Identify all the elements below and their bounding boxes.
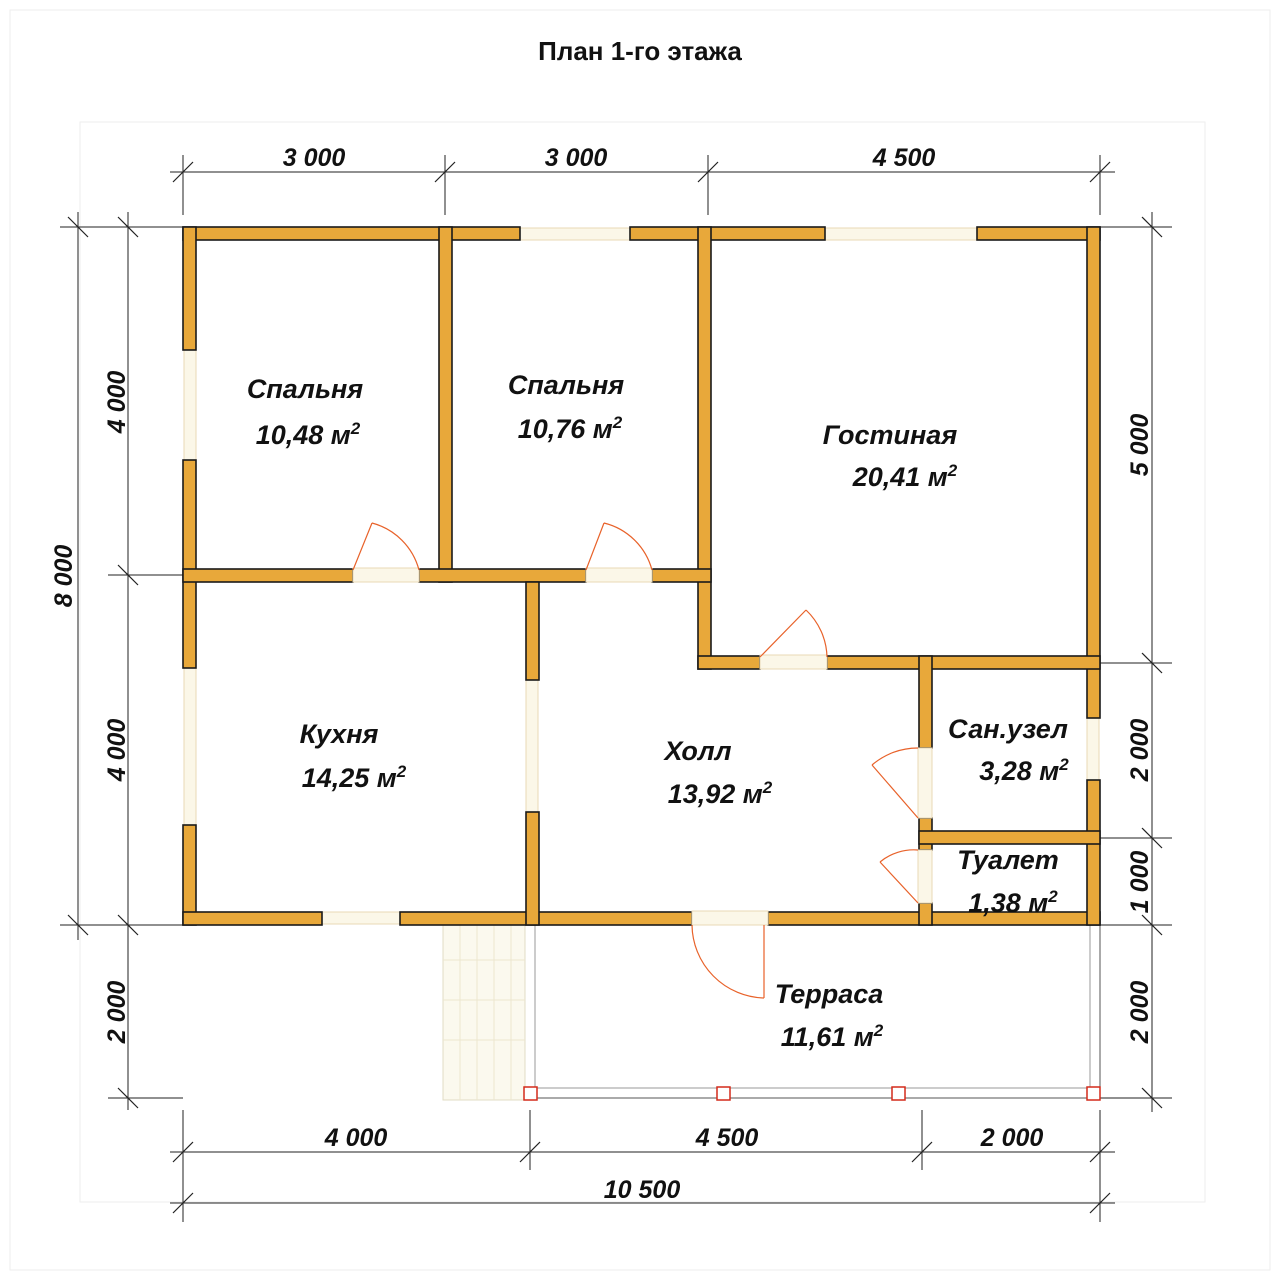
room-area: 11,61 м2	[781, 1021, 884, 1052]
room-name: Туалет	[957, 845, 1059, 875]
room-name: Спальня	[508, 370, 624, 400]
inner-frame	[79, 121, 1206, 1203]
window	[321, 911, 401, 925]
room-name: Гостиная	[823, 420, 958, 450]
room-toilet: Туалет 1,38 м2	[957, 845, 1059, 918]
room-area: 3,28 м2	[979, 755, 1069, 786]
windows	[183, 227, 1100, 925]
room-bathroom: Сан.узел 3,28 м2	[948, 714, 1069, 786]
dim-right-4: 2 000	[1126, 981, 1154, 1045]
terrace-posts	[523, 1086, 1101, 1101]
door-swing	[691, 924, 765, 999]
room-kitchen: Кухня 14,25 м2	[300, 719, 407, 793]
window	[183, 667, 197, 826]
dim-top-3: 4 500	[872, 144, 936, 172]
room-name: Терраса	[775, 979, 884, 1009]
dim-right-3: 1 000	[1126, 851, 1154, 914]
room-area: 10,48 м2	[256, 419, 361, 450]
bottom-dimension-chain: 4 000 4 500 2 000 10 500	[170, 1110, 1115, 1222]
room-bedroom-2: Спальня 10,76 м2	[508, 370, 624, 444]
room-area: 14,25 м2	[302, 762, 407, 793]
room-area: 1,38 м2	[968, 887, 1058, 918]
dim-top-2: 3 000	[545, 144, 608, 172]
dim-bottom-1: 4 000	[324, 1124, 388, 1152]
room-name: Сан.узел	[948, 714, 1068, 744]
door-swing	[871, 747, 919, 819]
dim-right-2: 2 000	[1126, 719, 1154, 783]
dim-right-1: 5 000	[1126, 414, 1154, 477]
interior-opening	[525, 679, 539, 813]
room-area: 20,41 м2	[852, 461, 958, 492]
room-living: Гостиная 20,41 м2	[823, 420, 958, 492]
room-name: Кухня	[300, 719, 379, 749]
dim-bottom-total: 10 500	[604, 1176, 681, 1204]
room-terrace: Терраса 11,61 м2	[775, 979, 884, 1052]
terrace-post	[891, 1086, 906, 1101]
dim-left-1: 4 000	[103, 371, 131, 435]
window	[1086, 717, 1100, 781]
window	[824, 227, 978, 241]
terrace	[524, 924, 1101, 1099]
dim-left-total: 8 000	[50, 545, 78, 608]
right-dimension-chain: 5 000 2 000 1 000 2 000	[1100, 212, 1172, 1112]
stairs	[442, 924, 526, 1101]
door-swing	[759, 609, 828, 658]
doors	[352, 522, 933, 999]
dim-bottom-3: 2 000	[980, 1124, 1044, 1152]
dim-left-3: 2 000	[103, 981, 131, 1045]
dim-left-2: 4 000	[103, 719, 131, 783]
door-swing	[585, 522, 653, 571]
room-hall: Холл 13,92 м2	[662, 736, 772, 809]
window	[183, 349, 197, 461]
plan-title: План 1-го этажа	[538, 36, 742, 66]
room-area: 10,76 м2	[518, 413, 623, 444]
dim-top-1: 3 000	[283, 144, 346, 172]
room-name: Спальня	[247, 374, 363, 404]
left-dimension-chain: 8 000 4 000 4 000 2 000	[50, 212, 183, 1110]
dim-bottom-2: 4 500	[695, 1124, 759, 1152]
outer-frame	[9, 9, 1271, 1271]
terrace-post	[523, 1086, 538, 1101]
room-bedroom-1: Спальня 10,48 м2	[247, 374, 363, 450]
door-swing	[879, 849, 919, 904]
room-area: 13,92 м2	[668, 778, 773, 809]
top-dimension-chain: 3 000 3 000 4 500	[170, 144, 1115, 215]
terrace-post	[1086, 1086, 1101, 1101]
door-swing	[352, 522, 420, 571]
room-name: Холл	[662, 736, 731, 766]
window	[519, 227, 631, 241]
terrace-post	[716, 1086, 731, 1101]
